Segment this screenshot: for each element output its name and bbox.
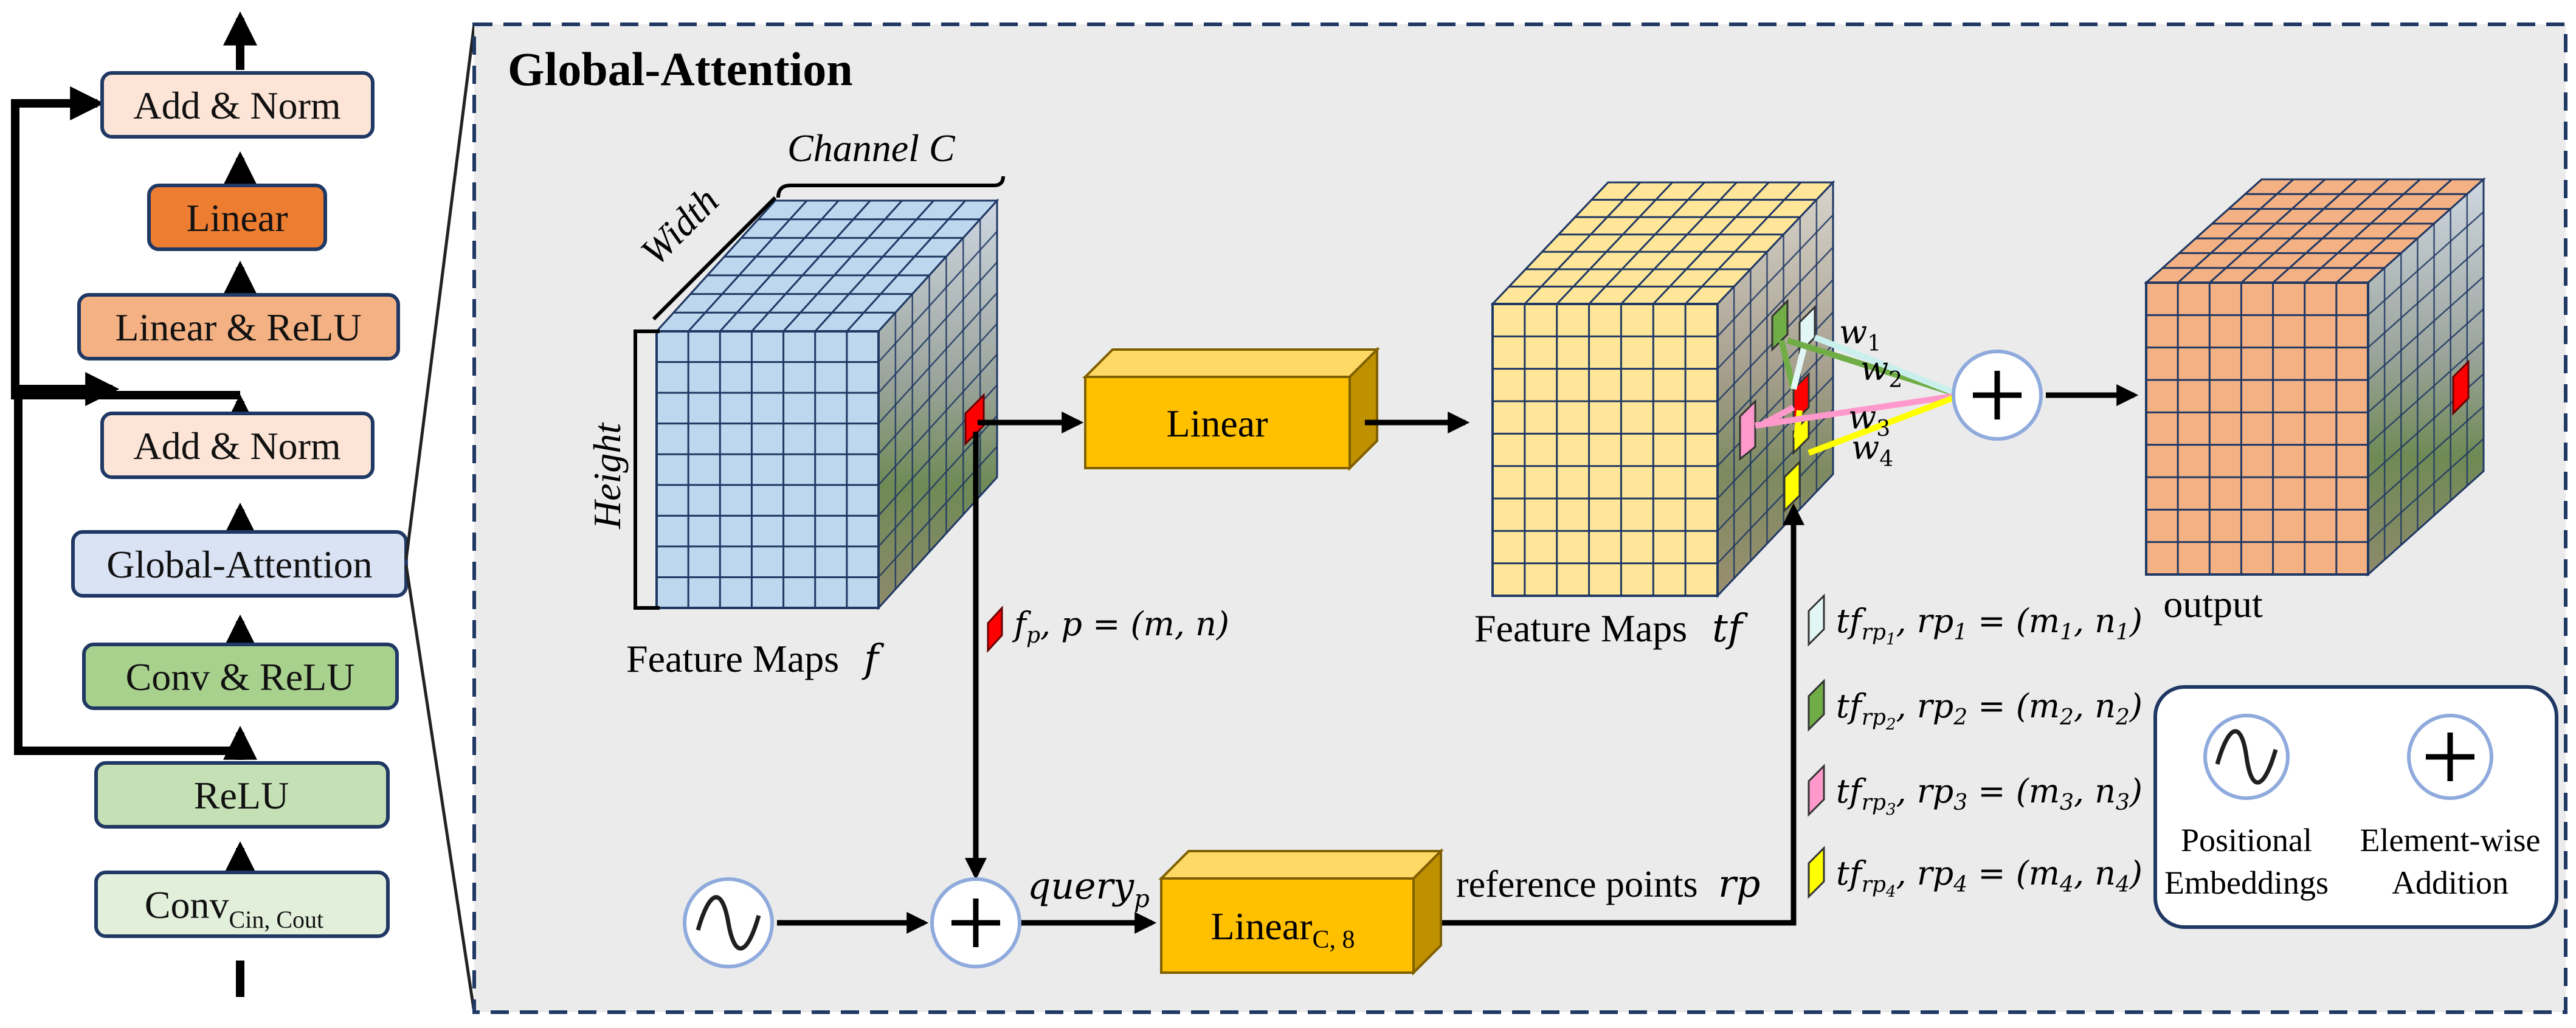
legend-positional-line2: Embeddings	[2164, 864, 2329, 901]
fp-rest: , p = (m, n)	[1040, 605, 1229, 643]
relu-label: ReLU	[194, 774, 289, 817]
legend-positional-line1: Positional	[2181, 822, 2312, 858]
linear-c8-main: Linear	[1210, 905, 1312, 948]
ref-legend-item-4: tfrp4, rp4 = (m4, n4)	[1808, 846, 2143, 901]
ref-legend-text: tfrp4, rp4 = (m4, n4)	[1836, 854, 2143, 901]
fp-label-group: fp, p = (m, n)	[987, 605, 1229, 653]
conv-block	[94, 871, 390, 938]
linear-gold-block: Linear	[1082, 347, 1380, 471]
ref-legend-text: tfrp1, rp1 = (m1, n1)	[1836, 602, 2143, 649]
svg-text:Feature Maps f: Feature Maps f	[626, 636, 885, 681]
addition-circle-right	[1952, 350, 2043, 441]
flow-arrows	[777, 384, 2139, 934]
positional-embedding-circle	[683, 877, 774, 968]
conv-relu-label: Conv & ReLU	[126, 655, 355, 699]
mid-caption: Feature Maps	[1474, 607, 1687, 650]
global-attention-label: Global-Attention	[106, 543, 372, 586]
input-feature-cube	[654, 198, 1000, 610]
ref-points-symbol: rp	[1718, 861, 1760, 906]
add-norm-label-top: Add & Norm	[133, 84, 340, 127]
fp-sub: p	[1026, 623, 1040, 648]
ref-legend-item-1: tfrp1, rp1 = (m1, n1)	[1808, 593, 2143, 649]
relu-block	[94, 761, 390, 829]
ref-legend-text: tfrp2, rp2 = (m2, n2)	[1836, 687, 2143, 734]
ref-swatch	[1808, 846, 1825, 899]
input-caption: Feature Maps	[626, 637, 839, 680]
conv-label: Conv	[145, 883, 229, 926]
zoom-line-top	[404, 24, 476, 560]
ref-swatch	[1808, 764, 1825, 817]
channel-brace	[776, 176, 1005, 198]
legend-addition-line1: Element-wise	[2360, 822, 2541, 858]
reference-point-legend: tfrp1, rp1 = (m1, n1) tfrp2, rp2 = (m2, n…	[1808, 593, 2143, 901]
query-cell-marker	[964, 393, 985, 446]
height-label: Height	[585, 422, 629, 530]
ref-swatch	[1808, 678, 1825, 732]
left-encoder-stack: Add & Norm Linear Linear & ReLU Add & No…	[11, 11, 476, 1013]
output-cell-marker	[2452, 359, 2470, 416]
linear-relu-label: Linear & ReLU	[115, 306, 361, 349]
global-attention-block	[71, 530, 408, 598]
ref-points-text: reference points	[1456, 864, 1698, 905]
linear-c8-block: LinearC, 8	[1158, 848, 1444, 976]
zoom-line-bottom	[404, 565, 476, 1013]
add-norm-label-bottom: Add & Norm	[133, 424, 340, 467]
conv-relu-block	[82, 643, 399, 710]
legend-addition-line2: Addition	[2392, 864, 2509, 901]
linear-relu-block	[77, 293, 400, 360]
svg-text:queryp: queryp	[1027, 865, 1150, 913]
svg-text:Feature Maps tf: Feature Maps tf	[1474, 606, 1749, 651]
channel-label: Channel C	[787, 126, 956, 170]
linear-block	[147, 184, 327, 251]
sampled-points	[1739, 298, 1962, 513]
panel-title: Global-Attention	[508, 43, 853, 95]
addition-circle-bottom	[930, 877, 1021, 968]
add-norm-block-bottom	[100, 412, 375, 479]
svg-text:ConvCin, Cout: ConvCin, Cout	[145, 883, 323, 933]
svg-text:LinearC, 8: LinearC, 8	[1210, 905, 1355, 954]
symbol-legend-box: Positional Embeddings Element-wise Addit…	[2153, 685, 2558, 929]
add-norm-block-top	[100, 71, 375, 139]
linear-label: Linear	[187, 196, 288, 240]
transformed-feature-cube	[1490, 180, 1835, 598]
svg-text:reference points rp: reference points rp	[1456, 861, 1760, 906]
ref-legend-item-2: tfrp2, rp2 = (m2, n2)	[1808, 678, 2143, 734]
w1-label: w1	[1839, 313, 1881, 356]
output-caption: output	[2163, 582, 2263, 626]
query-sub: p	[1134, 885, 1150, 913]
ref-legend-item-3: tfrp3, rp3 = (m3, n3)	[1808, 764, 2143, 819]
height-brace	[634, 329, 660, 610]
ref-legend-text: tfrp3, rp3 = (m3, n3)	[1836, 772, 2143, 819]
linear-c8-sub: C, 8	[1312, 926, 1355, 954]
svg-text:fp, p = (m, n): fp, p = (m, n)	[1012, 605, 1229, 648]
query-main: query	[1027, 865, 1134, 908]
width-brace	[652, 196, 777, 321]
ref-swatch	[1808, 593, 1825, 647]
output-feature-cube	[2144, 177, 2486, 577]
fp-marker	[987, 605, 1003, 653]
linear-gold-label: Linear	[1167, 402, 1268, 445]
conv-label-sub: Cin, Cout	[229, 906, 324, 933]
